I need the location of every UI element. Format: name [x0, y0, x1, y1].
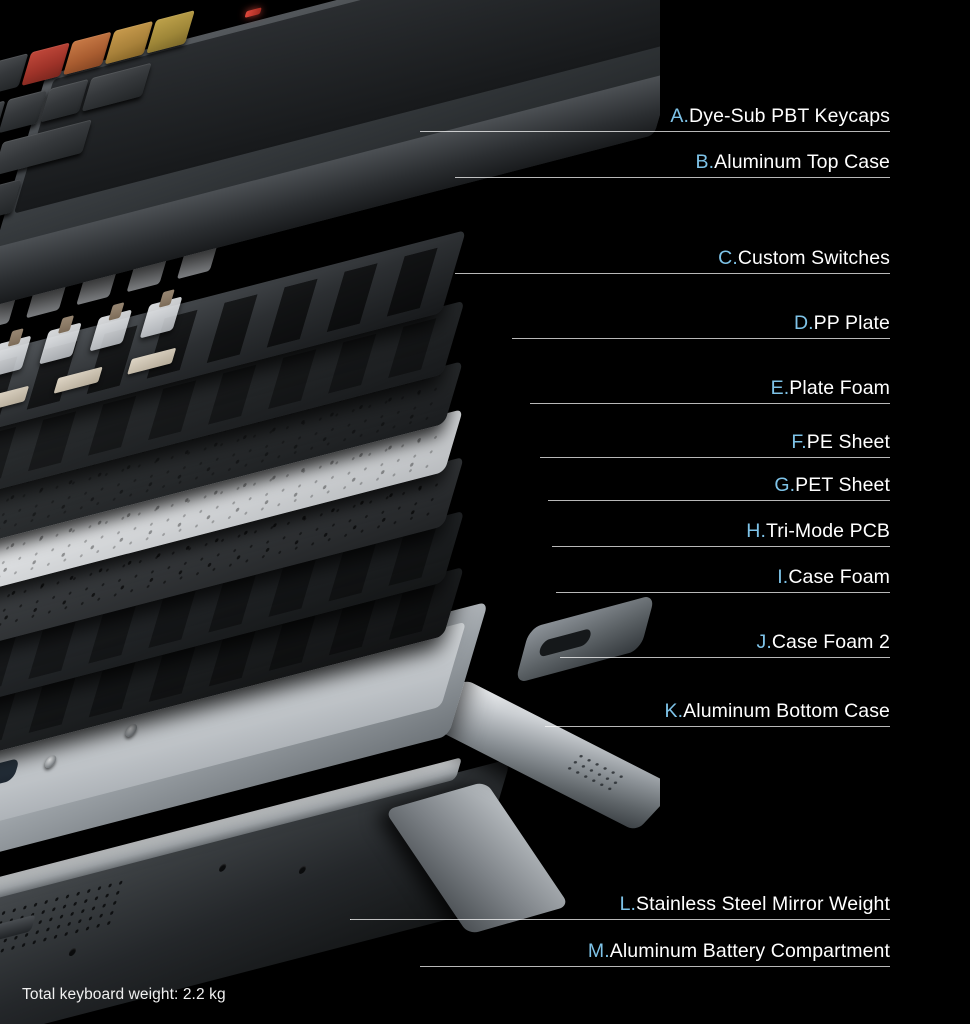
callout-k-text: K.Aluminum Bottom Case	[665, 699, 890, 723]
callout-m-rule	[420, 966, 890, 967]
callout-l-leader	[350, 919, 351, 920]
callout-a-text: A.Dye-Sub PBT Keycaps	[670, 104, 890, 128]
callout-d-label: PP Plate	[813, 312, 890, 334]
callout-d: D.PP Plate	[794, 311, 890, 335]
callout-k: K.Aluminum Bottom Case	[665, 699, 890, 723]
callout-l-rule	[350, 919, 890, 920]
callout-c: C.Custom Switches	[718, 246, 890, 270]
callout-b-text: B.Aluminum Top Case	[696, 150, 890, 174]
callout-b-rule	[455, 177, 890, 178]
callout-j-rule	[560, 657, 890, 658]
callout-j-label: Case Foam 2	[771, 631, 890, 653]
callout-d-letter: D.	[793, 312, 814, 334]
callout-h-label: Tri-Mode PCB	[766, 520, 890, 542]
callout-b-label: Aluminum Top Case	[714, 151, 890, 173]
callout-c-rule	[455, 273, 890, 274]
callout-l-text: L.Stainless Steel Mirror Weight	[620, 892, 890, 916]
callout-h-rule	[552, 546, 890, 547]
callout-g-text: G.PET Sheet	[774, 473, 890, 497]
callout-e-label: Plate Foam	[789, 377, 890, 399]
callout-e-text: E.Plate Foam	[771, 376, 890, 400]
callout-e: E.Plate Foam	[771, 376, 890, 400]
total-weight-footnote: Total keyboard weight: 2.2 kg	[22, 986, 226, 1003]
callout-m-text: M.Aluminum Battery Compartment	[588, 939, 890, 963]
callout-h: H.Tri-Mode PCB	[746, 519, 890, 543]
callout-f-rule	[540, 457, 890, 458]
callout-g-rule	[548, 500, 890, 501]
callout-c-letter: C.	[718, 247, 738, 269]
callout-f-letter: F.	[791, 431, 807, 453]
callout-l-letter: L.	[619, 893, 637, 915]
callout-k-label: Aluminum Bottom Case	[683, 700, 890, 722]
callout-c-text: C.Custom Switches	[718, 246, 890, 270]
callout-g-letter: G.	[774, 474, 796, 496]
callout-m-label: Aluminum Battery Compartment	[609, 940, 890, 962]
callout-m-letter: M.	[587, 940, 610, 962]
callout-i-text: I.Case Foam	[777, 565, 890, 589]
callout-a: A.Dye-Sub PBT Keycaps	[670, 104, 890, 128]
callout-c-label: Custom Switches	[737, 247, 890, 269]
callout-f: F.PE Sheet	[791, 430, 890, 454]
callout-j-text: J.Case Foam 2	[756, 630, 890, 654]
callout-g: G.PET Sheet	[774, 473, 890, 497]
callout-a-label: Dye-Sub PBT Keycaps	[689, 105, 890, 127]
callout-j: J.Case Foam 2	[756, 630, 890, 654]
callout-b-letter: B.	[695, 151, 715, 173]
callout-k-rule	[545, 726, 890, 727]
callout-l-label: Stainless Steel Mirror Weight	[636, 893, 890, 915]
callout-f-text: F.PE Sheet	[791, 430, 890, 454]
callout-h-text: H.Tri-Mode PCB	[746, 519, 890, 543]
callout-m: M.Aluminum Battery Compartment	[588, 939, 890, 963]
callout-h-letter: H.	[746, 520, 766, 542]
callout-d-text: D.PP Plate	[794, 311, 890, 335]
callout-f-label: PE Sheet	[806, 431, 890, 453]
callout-i-letter: I.	[777, 566, 789, 588]
callout-i-rule	[556, 592, 890, 593]
callout-a-rule	[420, 131, 890, 132]
callout-l: L.Stainless Steel Mirror Weight	[620, 892, 890, 916]
callout-k-letter: K.	[664, 700, 684, 722]
callout-d-rule	[512, 338, 890, 339]
callout-i-label: Case Foam	[788, 566, 890, 588]
callout-g-label: PET Sheet	[795, 474, 890, 496]
callout-a-letter: A.	[670, 105, 690, 127]
callout-i: I.Case Foam	[777, 565, 890, 589]
callout-e-letter: E.	[770, 377, 790, 399]
callout-b: B.Aluminum Top Case	[696, 150, 890, 174]
callout-j-letter: J.	[756, 631, 772, 653]
callout-e-rule	[530, 403, 890, 404]
